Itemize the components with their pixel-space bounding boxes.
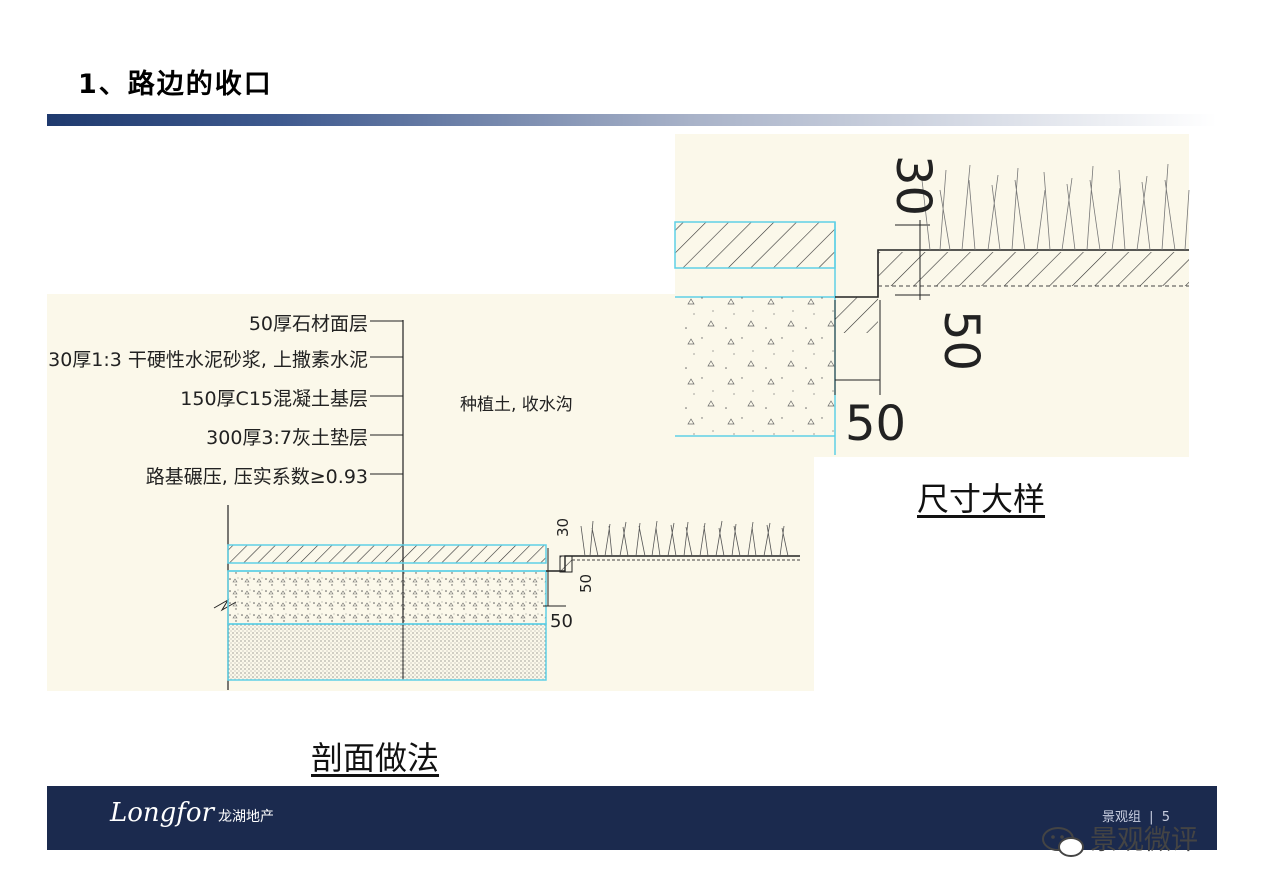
dim-50h-small: 50 (550, 611, 573, 632)
layer-label-stone: 50厚石材面层 (248, 313, 368, 335)
footer-dept: 景观组 (1102, 810, 1142, 825)
wechat-icon (1042, 826, 1084, 857)
detail-dim-50-vertical: 50 (933, 310, 989, 371)
dim-50v-small: 50 (577, 574, 595, 593)
brand-logo-cn: 龙湖地产 (218, 809, 275, 825)
layer-label-mortar: 30厚1:3 干硬性水泥砂浆, 上撒素水泥 (48, 349, 368, 371)
layer-label-concrete: 150厚C15混凝土基层 (180, 388, 368, 410)
wechat-watermark-text: 景观微评 (1090, 825, 1198, 856)
lime-soil-layer (227, 623, 547, 681)
brand-logo-text: Longfor (110, 798, 215, 828)
footer-bar (47, 786, 1217, 850)
section-caption: 剖面做法 (311, 739, 440, 777)
concrete-base-layer (227, 570, 547, 625)
grass-detail (921, 163, 1190, 251)
wechat-watermark: 景观微评 (1040, 818, 1198, 859)
planting-note: 种植土, 收水沟 (460, 395, 573, 415)
detail-concrete-layer (675, 297, 835, 436)
title-underline-bar (47, 114, 1217, 126)
layer-label-subgrade: 路基碾压, 压实系数≥0.93 (145, 466, 368, 488)
detail-caption: 尺寸大样 (917, 480, 1046, 518)
dim-30-small: 30 (554, 518, 572, 537)
detail-stone-layer (674, 221, 836, 269)
layer-label-lime-soil: 300厚3:7灰土垫层 (206, 427, 368, 449)
page-title: 1、路边的收口 (78, 69, 273, 100)
detail-dim-30: 30 (885, 155, 941, 216)
footer-page-info: 景观组 | 5 (1102, 810, 1170, 825)
footer-page-number: 5 (1161, 810, 1170, 825)
detail-dim-50-horizontal: 50 (845, 396, 906, 452)
stone-surface-layer (227, 544, 547, 564)
grass-section (580, 520, 789, 557)
